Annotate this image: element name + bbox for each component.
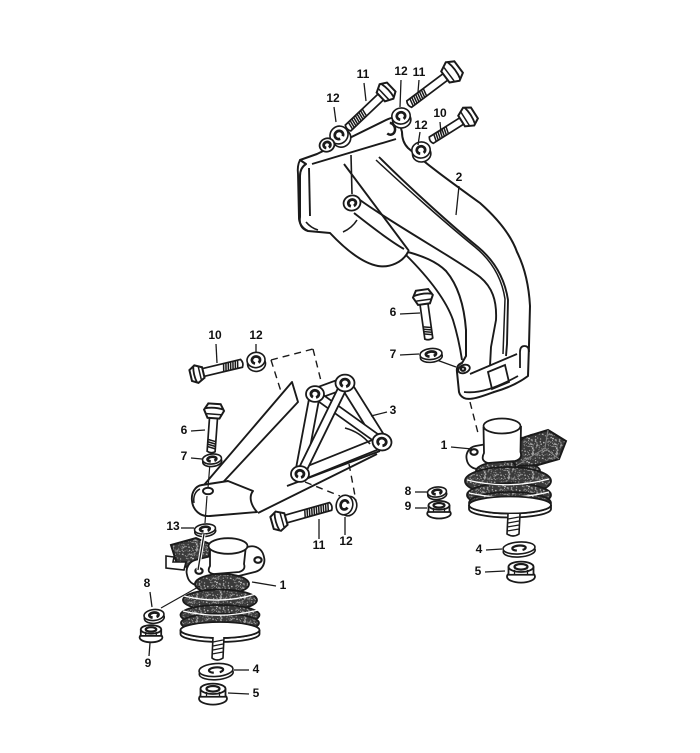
svg-text:11: 11	[357, 67, 370, 81]
svg-text:4: 4	[476, 542, 483, 556]
svg-text:1: 1	[280, 578, 287, 592]
svg-text:12: 12	[249, 328, 263, 342]
svg-text:13: 13	[166, 519, 180, 533]
svg-text:8: 8	[144, 576, 151, 590]
svg-text:3: 3	[390, 403, 397, 417]
svg-text:10: 10	[433, 106, 447, 120]
svg-text:1: 1	[441, 438, 448, 452]
svg-text:5: 5	[475, 564, 482, 578]
svg-text:5: 5	[253, 686, 260, 700]
svg-text:4: 4	[253, 662, 260, 676]
svg-text:12: 12	[326, 91, 340, 105]
svg-text:11: 11	[313, 538, 326, 552]
svg-text:12: 12	[339, 534, 353, 548]
svg-text:2: 2	[456, 170, 463, 184]
svg-text:6: 6	[181, 423, 188, 437]
svg-text:7: 7	[390, 347, 397, 361]
svg-text:10: 10	[208, 328, 222, 342]
svg-text:12: 12	[394, 64, 408, 78]
svg-text:7: 7	[181, 449, 188, 463]
svg-text:9: 9	[145, 656, 152, 670]
svg-text:12: 12	[414, 118, 428, 132]
svg-text:9: 9	[405, 499, 412, 513]
svg-text:6: 6	[390, 305, 397, 319]
svg-text:11: 11	[413, 65, 426, 79]
svg-text:8: 8	[405, 484, 412, 498]
